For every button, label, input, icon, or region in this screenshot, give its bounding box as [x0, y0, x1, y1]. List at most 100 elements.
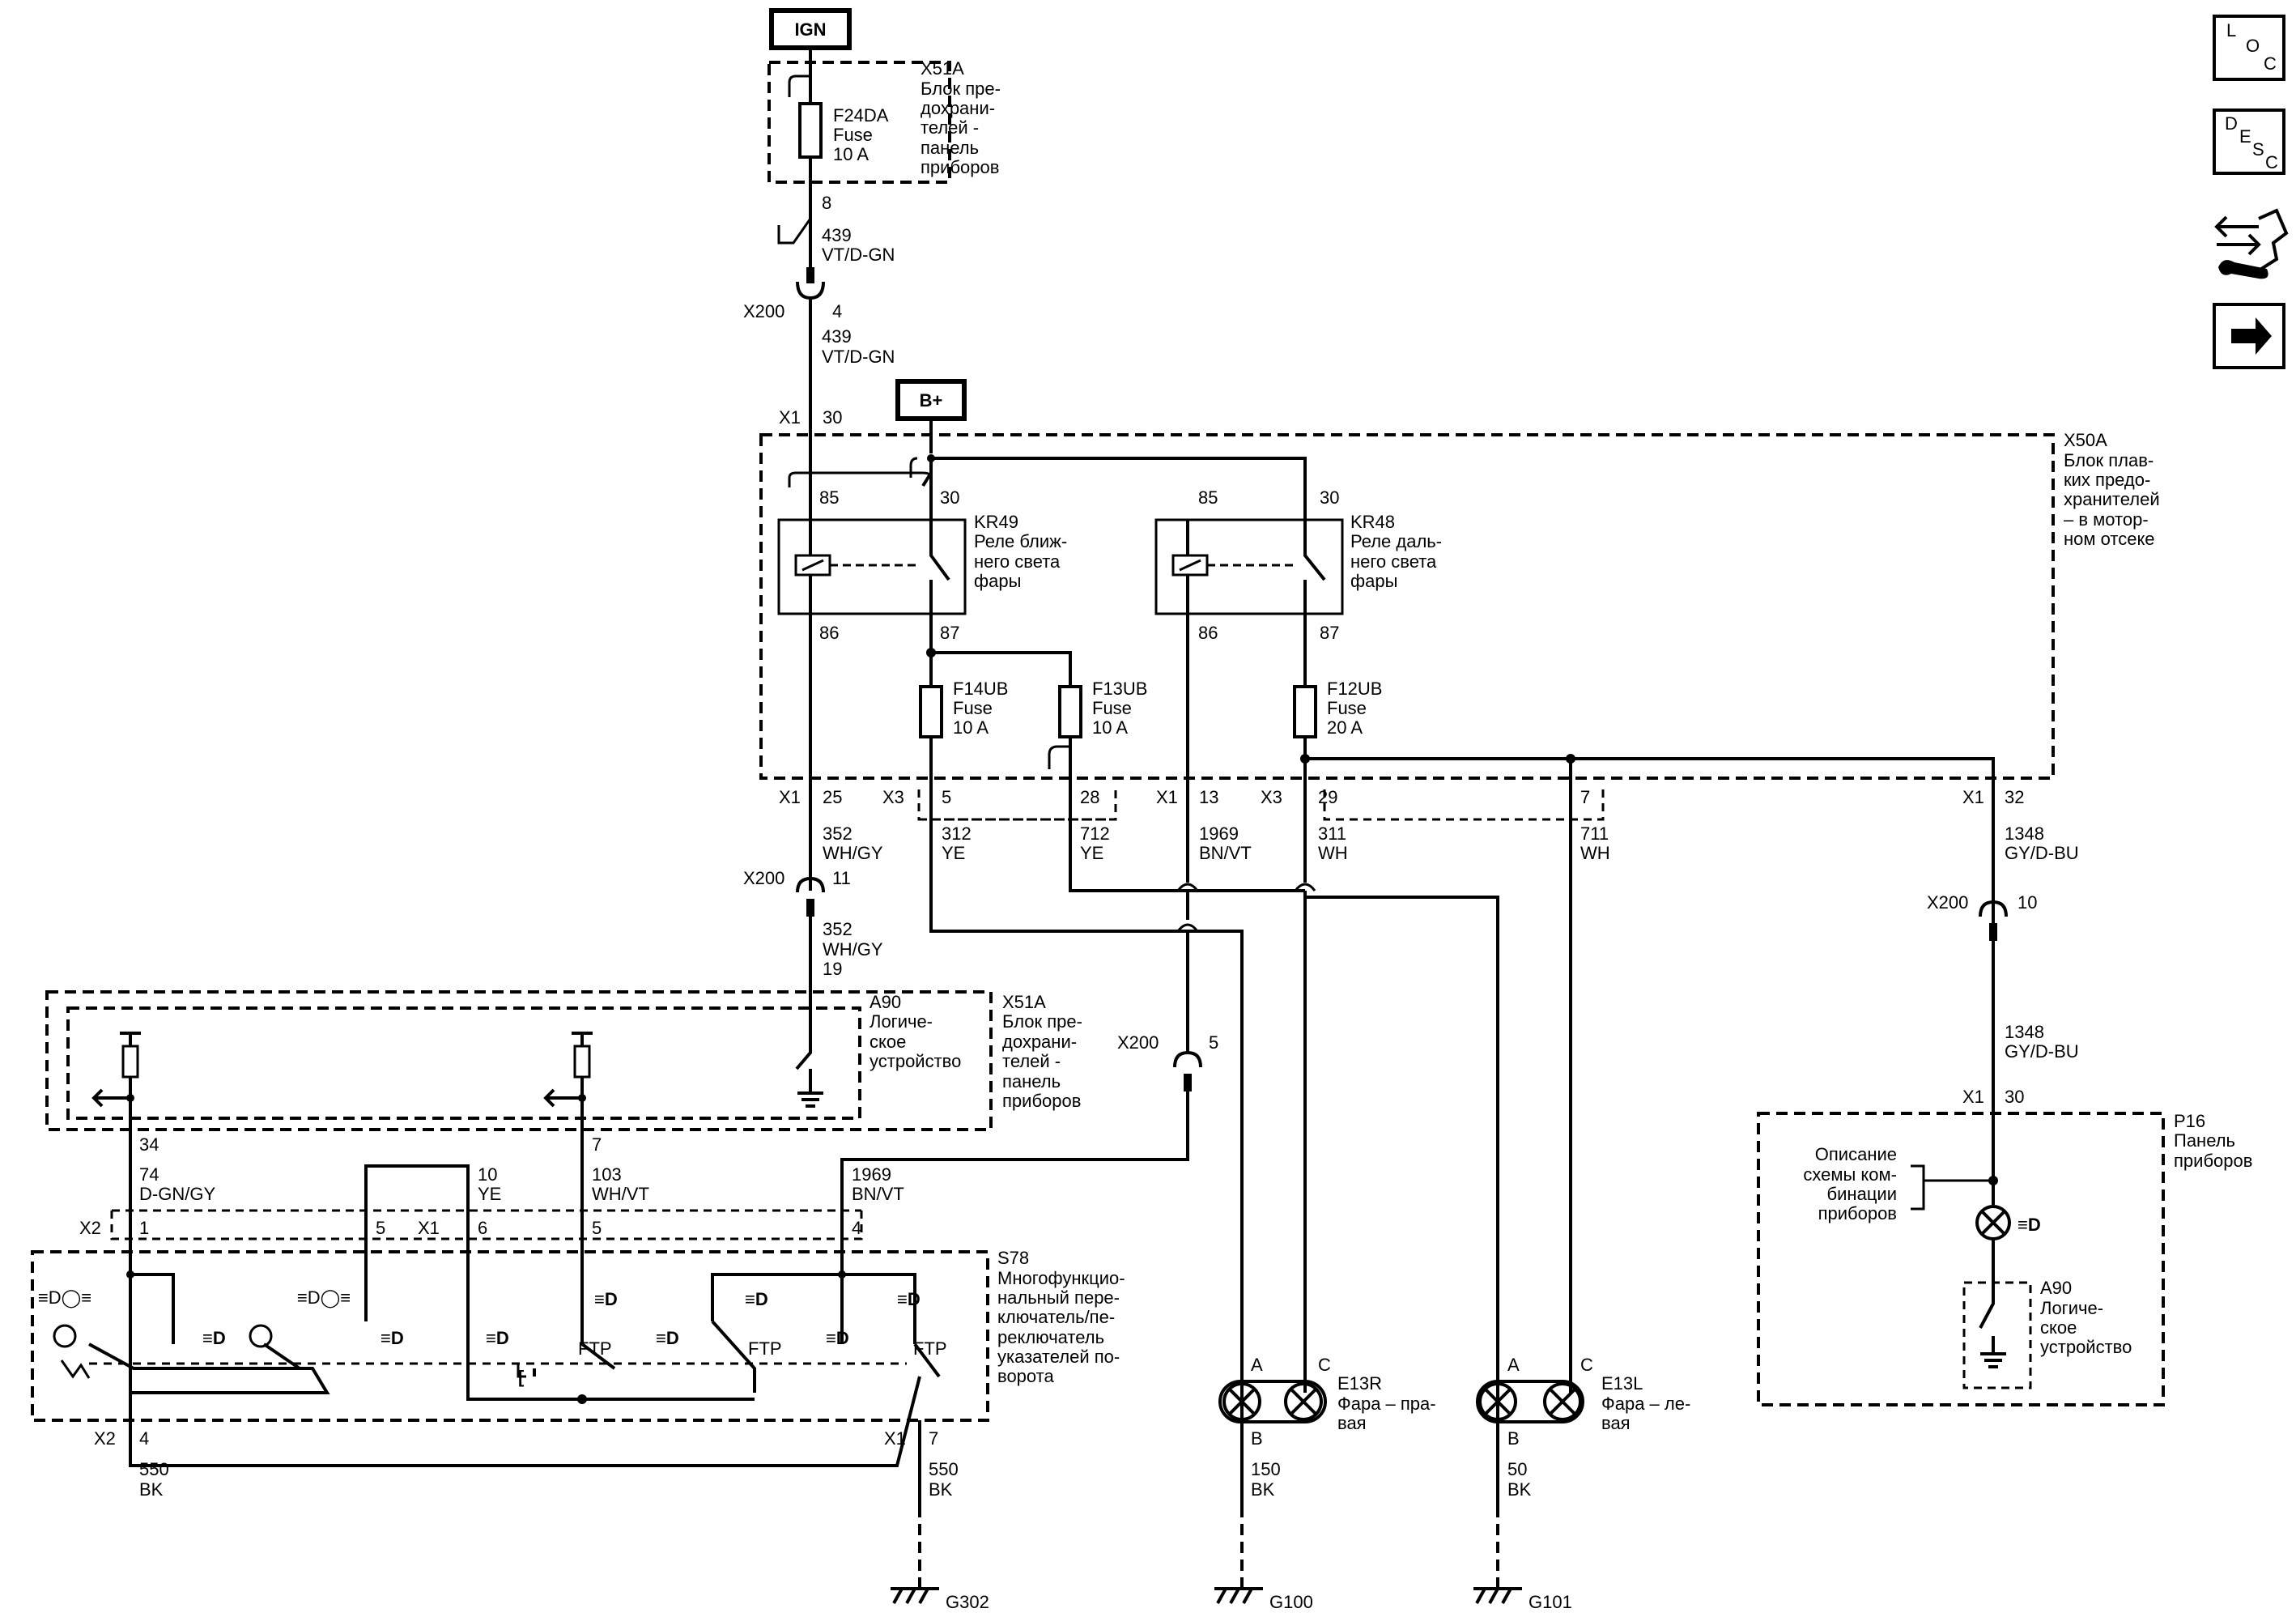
svg-text:≡D: ≡D — [381, 1328, 404, 1348]
svg-text:E: E — [2239, 126, 2251, 147]
svg-text:10: 10 — [478, 1164, 497, 1185]
svg-text:711: 711 — [1580, 823, 1609, 844]
switch-bottom-labels: X2 4 X1 7 550 BK 550 BK — [94, 1428, 959, 1500]
svg-text:WH/GY: WH/GY — [823, 843, 883, 863]
svg-text:панель: панель — [1002, 1071, 1061, 1091]
svg-text:10 A: 10 A — [833, 144, 869, 164]
wire-crossover — [1176, 883, 1199, 891]
svg-text:X2: X2 — [94, 1428, 116, 1449]
svg-text:C: C — [1318, 1355, 1331, 1375]
svg-text:WH: WH — [1318, 843, 1348, 863]
x50a-fuse-block: X50A Блок плав- ких предо- хранителей – … — [759, 430, 2160, 780]
svg-text:WH: WH — [1580, 843, 1610, 863]
svg-text:Fuse: Fuse — [833, 125, 873, 145]
svg-text:BK: BK — [1251, 1479, 1275, 1500]
svg-text:11: 11 — [832, 868, 851, 888]
x200-connector-5: X200 5 — [1117, 1032, 1218, 1091]
svg-text:30: 30 — [940, 487, 959, 508]
svg-text:≡D: ≡D — [745, 1289, 768, 1309]
svg-text:Реле ближ-: Реле ближ- — [974, 531, 1067, 551]
ground-g101: G101 — [1473, 1587, 1572, 1612]
high-beam-indicator: ≡D — [1975, 1205, 2041, 1240]
svg-text:FTP: FTP — [913, 1338, 947, 1359]
svg-text:X50A: X50A — [2064, 430, 2107, 450]
kr48-relay: 85 30 KR48 Реле даль- него света фары 86… — [1154, 487, 1442, 643]
x50a-connector-row: X1 25 X3 5 28 X1 13 X3 29 7 X1 32 — [779, 787, 2024, 821]
svg-text:G100: G100 — [1269, 1592, 1313, 1612]
svg-text:≡D: ≡D — [486, 1328, 509, 1348]
svg-text:≡D◯≡: ≡D◯≡ — [38, 1287, 91, 1308]
svg-text:X1: X1 — [1962, 1087, 1984, 1107]
svg-text:Fuse: Fuse — [953, 698, 993, 718]
f13ub-fuse — [1058, 685, 1082, 738]
svg-text:7: 7 — [1580, 787, 1590, 807]
svg-text:F14UB: F14UB — [953, 679, 1008, 699]
svg-text:F12UB: F12UB — [1327, 679, 1382, 699]
svg-text:вая: вая — [1337, 1413, 1367, 1433]
wire-label: 439 — [822, 326, 852, 347]
svg-text:1969: 1969 — [852, 1164, 891, 1185]
svg-text:YE: YE — [942, 843, 965, 863]
svg-text:X51A: X51A — [921, 58, 964, 79]
svg-text:Логиче-: Логиче- — [2040, 1298, 2103, 1318]
e13l-headlamp: A C B E13L Фара – ле- вая — [1476, 1355, 1690, 1449]
svg-text:ном отсеке: ном отсеке — [2064, 529, 2155, 549]
mid-wire-labels: 352 WH/GY 312 YE 712 YE 1969 BN/VT 311 W… — [823, 823, 2079, 863]
connector-repair-icon[interactable] — [2214, 208, 2289, 279]
svg-text:X1: X1 — [884, 1428, 906, 1449]
svg-text:L: L — [2226, 20, 2236, 40]
svg-text:G302: G302 — [946, 1592, 989, 1612]
svg-text:GY/D-BU: GY/D-BU — [2005, 843, 2079, 863]
s78-switch-block: S78 Многофункцио- нальный пере- ключател… — [31, 1248, 1125, 1422]
f24da-label: F24DA Fuse 10 A — [833, 105, 889, 164]
svg-text:C: C — [2265, 152, 2278, 172]
svg-text:150: 150 — [1251, 1459, 1281, 1479]
svg-text:7: 7 — [929, 1428, 938, 1449]
ground-g100: G100 — [1214, 1587, 1313, 1612]
svg-text:≡D: ≡D — [897, 1289, 921, 1309]
location-button[interactable]: L O C — [2213, 15, 2285, 81]
svg-text:фары: фары — [974, 571, 1021, 591]
svg-text:X51A: X51A — [1002, 992, 1046, 1012]
next-arrow-button[interactable] — [2213, 303, 2285, 369]
svg-text:4: 4 — [139, 1428, 149, 1449]
svg-text:FTP: FTP — [578, 1338, 612, 1359]
switch-connector-row: X2 1 5 X1 6 5 4 — [79, 1209, 863, 1240]
svg-text:≡D: ≡D — [594, 1289, 618, 1309]
svg-text:B: B — [1251, 1428, 1263, 1449]
svg-text:– в мотор-: – в мотор- — [2064, 509, 2149, 530]
svg-text:BK: BK — [929, 1479, 953, 1500]
svg-text:A: A — [1507, 1355, 1520, 1375]
svg-text:ское: ское — [870, 1032, 906, 1052]
svg-text:X1: X1 — [779, 787, 801, 807]
f14ub-fuse — [919, 685, 943, 738]
svg-text:X200: X200 — [743, 868, 784, 888]
svg-text:Блок плав-: Блок плав- — [2064, 450, 2154, 470]
svg-text:E13L: E13L — [1601, 1373, 1643, 1394]
svg-text:F13UB: F13UB — [1092, 679, 1147, 699]
wire-label: 439 — [822, 225, 852, 245]
svg-text:C: C — [1580, 1355, 1593, 1375]
svg-text:87: 87 — [1320, 623, 1339, 643]
svg-text:B: B — [1507, 1428, 1520, 1449]
svg-text:86: 86 — [1198, 623, 1218, 643]
svg-text:19: 19 — [823, 959, 842, 979]
x200-connector-4: X200 4 — [743, 267, 842, 321]
svg-text:бинации: бинации — [1827, 1184, 1897, 1204]
svg-text:ключатель/пе-: ключатель/пе- — [997, 1307, 1115, 1327]
svg-text:712: 712 — [1080, 823, 1110, 844]
wire-label: VT/D-GN — [822, 347, 895, 367]
svg-text:85: 85 — [1198, 487, 1218, 508]
svg-text:Многофункцио-: Многофункцио- — [997, 1268, 1125, 1288]
svg-text:D-GN/GY: D-GN/GY — [139, 1184, 215, 1204]
svg-text:74: 74 — [139, 1164, 159, 1185]
ground-g302: G302 — [891, 1587, 989, 1612]
svg-text:X1: X1 — [418, 1218, 440, 1238]
svg-text:Фара – ле-: Фара – ле- — [1601, 1394, 1690, 1414]
svg-text:X1: X1 — [1156, 787, 1178, 807]
svg-text:O: O — [2246, 36, 2260, 56]
x51a-top-fuse-block: X51A Блок пре- дохрани- телей - панель п… — [767, 58, 1001, 184]
svg-text:схемы ком-: схемы ком- — [1803, 1164, 1897, 1185]
description-button[interactable]: D E S C — [2213, 109, 2285, 175]
